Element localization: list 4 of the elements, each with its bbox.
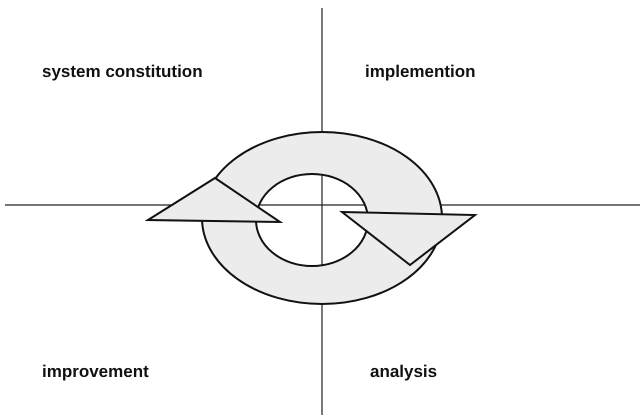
quadrant-label: analysis xyxy=(370,362,438,382)
quadrant-label: system constitution xyxy=(42,62,203,82)
quadrant-label: implemention xyxy=(365,62,476,82)
quadrant-label: improvement xyxy=(42,362,149,382)
